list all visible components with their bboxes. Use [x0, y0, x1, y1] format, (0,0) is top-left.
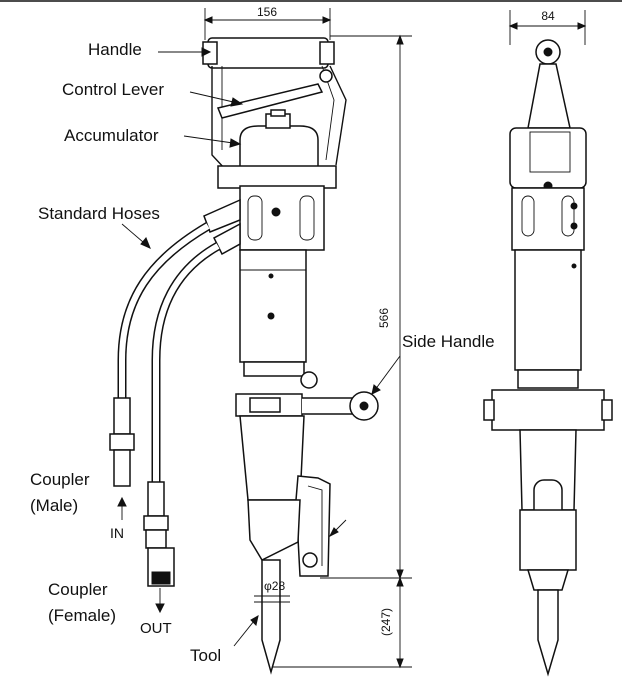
side-view	[483, 39, 613, 677]
side-clamp	[491, 389, 605, 431]
label-side-handle: Side Handle	[402, 332, 495, 351]
coupler-female	[143, 481, 175, 614]
side-cylinder	[514, 249, 582, 371]
front-head	[239, 415, 305, 501]
dimension-height-label: 566	[377, 308, 391, 328]
control-lever	[216, 83, 324, 119]
side-tool-bit	[537, 589, 559, 677]
dimension-width-front: 156	[203, 5, 332, 40]
label-accumulator: Accumulator	[64, 126, 159, 145]
main-cylinder	[239, 249, 307, 363]
accumulator	[239, 125, 319, 171]
dimension-tool-length-label: (247)	[379, 608, 393, 636]
label-coupler-female: Coupler	[48, 580, 108, 599]
side-top-block	[509, 127, 587, 189]
label-coupler-male-type: (Male)	[30, 496, 79, 515]
label-control-lever: Control Lever	[62, 80, 165, 99]
hoses	[109, 222, 221, 614]
top-block	[217, 165, 337, 189]
valve-body	[239, 185, 325, 251]
dimension-width-side: 84	[508, 9, 587, 45]
leader-lines	[121, 47, 401, 647]
dimension-width-side-label: 84	[541, 9, 555, 23]
label-coupler-female-type: (Female)	[48, 606, 117, 625]
tool-diameter-label: φ28	[264, 579, 285, 593]
side-valve-body	[511, 187, 585, 251]
front-view: φ28	[202, 37, 379, 675]
label-tool: Tool	[190, 646, 222, 665]
label-coupler-male: Coupler	[30, 470, 90, 489]
handle-grip	[207, 37, 329, 69]
label-in: IN	[110, 525, 124, 541]
coupler-male	[109, 397, 135, 520]
label-standard-hoses: Standard Hoses	[38, 204, 160, 223]
dimension-height: 566 (247)	[270, 34, 412, 669]
tool-bit	[261, 559, 281, 675]
label-out: OUT	[140, 620, 172, 637]
handle-frame	[211, 65, 347, 171]
label-handle: Handle	[88, 40, 142, 59]
dimension-width-front-label: 156	[257, 5, 277, 19]
